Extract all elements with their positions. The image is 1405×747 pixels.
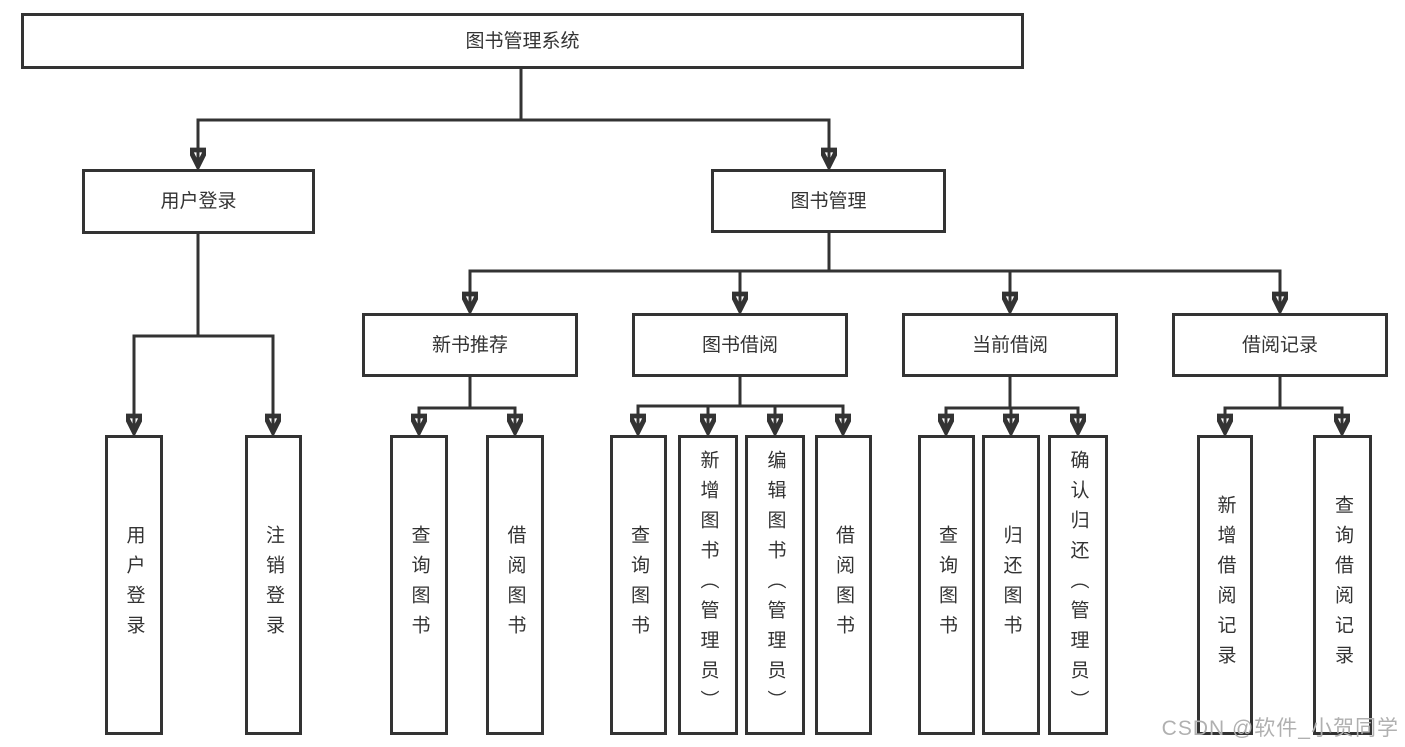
leaf-current-return-book: 归还图书 — [982, 435, 1040, 735]
node-book-borrow: 图书借阅 — [632, 313, 848, 377]
node-current-borrow: 当前借阅 — [902, 313, 1118, 377]
leaf-current-query-book: 查询图书 — [918, 435, 975, 735]
leaf-borrow-query-book: 查询图书 — [610, 435, 667, 735]
node-borrow-records: 借阅记录 — [1172, 313, 1388, 377]
node-book-management: 图书管理 — [711, 169, 946, 233]
node-user-login: 用户登录 — [82, 169, 315, 234]
leaf-newbooks-query-book: 查询图书 — [390, 435, 448, 735]
watermark: CSDN @软件_小贺同学 — [1161, 717, 1399, 740]
leaf-logout: 注销登录 — [245, 435, 302, 735]
node-root: 图书管理系统 — [21, 13, 1024, 69]
leaf-records-add-record: 新增借阅记录 — [1197, 435, 1253, 735]
leaf-borrow-borrow-book: 借阅图书 — [815, 435, 872, 735]
leaf-newbooks-borrow-book: 借阅图书 — [486, 435, 544, 735]
leaf-borrow-add-book-admin: 新增图书（管理员） — [678, 435, 738, 735]
leaf-records-query-record: 查询借阅记录 — [1313, 435, 1372, 735]
leaf-user-login: 用户登录 — [105, 435, 163, 735]
node-new-book-recommend: 新书推荐 — [362, 313, 578, 377]
leaf-current-confirm-return-admin: 确认归还（管理员） — [1048, 435, 1108, 735]
leaf-borrow-edit-book-admin: 编辑图书（管理员） — [745, 435, 805, 735]
